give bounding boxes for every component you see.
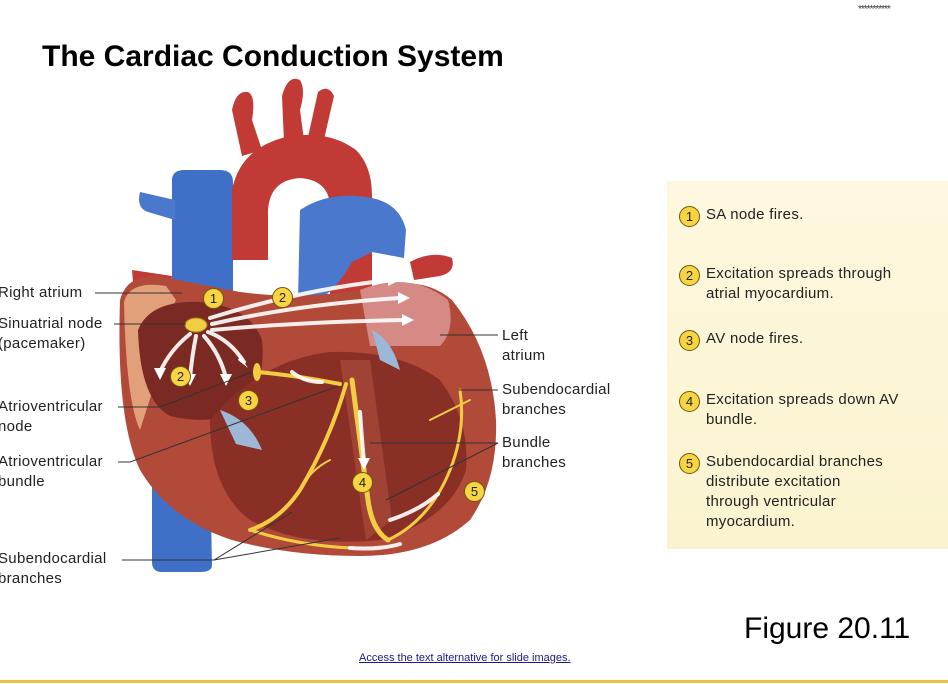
step-1-number: 1 bbox=[679, 206, 700, 227]
leader-av-bundle bbox=[118, 385, 339, 463]
step-4-text: Excitation spreads down AV bundle. bbox=[706, 391, 899, 428]
av-node bbox=[253, 363, 261, 381]
step-3-number: 3 bbox=[679, 330, 700, 351]
step-4: 4 Excitation spreads down AV bundle. bbox=[679, 390, 941, 430]
arch-branch-1 bbox=[232, 91, 262, 156]
ventricle-interior bbox=[210, 351, 467, 542]
leader-av-node bbox=[118, 371, 253, 408]
arrowhead-2 bbox=[398, 292, 410, 304]
excitation-arrow-11 bbox=[348, 542, 402, 551]
arrowhead-6 bbox=[220, 374, 232, 386]
superior-vena-cava bbox=[172, 170, 233, 300]
marker-2-atria: 2 bbox=[272, 287, 293, 308]
subendocardial-fibers-3 bbox=[299, 459, 331, 491]
steps-panel: 1 SA node fires. 2 Excitation spreads th… bbox=[667, 181, 948, 549]
step-5-number: 5 bbox=[679, 453, 700, 474]
step-1: 1 SA node fires. bbox=[679, 205, 941, 227]
arrowhead-4 bbox=[154, 368, 166, 380]
label-left-atrium: Left atrium bbox=[502, 327, 546, 364]
excitation-arrow-8 bbox=[290, 370, 324, 384]
label-subendocardial-left: Subendocardial branches bbox=[0, 550, 107, 587]
marker-2-right-atrium: 2 bbox=[170, 366, 191, 387]
bottom-accent-rule bbox=[0, 680, 948, 683]
subendocardial-fibers-2 bbox=[248, 528, 354, 550]
pulmonary-trunk bbox=[298, 195, 406, 300]
arch-branch-3 bbox=[306, 88, 334, 148]
arrowhead-8 bbox=[358, 458, 370, 470]
leader-subendocardial-left bbox=[122, 511, 341, 561]
label-av-node: Atrioventricular node bbox=[0, 398, 103, 435]
label-subendocardial-right: Subendocardial branches bbox=[502, 381, 611, 418]
pulmonary-vein-left bbox=[410, 254, 453, 280]
label-sa-node: Sinuatrial node (pacemaker) bbox=[0, 315, 103, 352]
step-2-number: 2 bbox=[679, 265, 700, 286]
arch-branch-2 bbox=[282, 78, 304, 142]
excitation-arrow-1 bbox=[208, 278, 392, 320]
subendocardial-fibers-1 bbox=[386, 388, 464, 542]
marker-3: 3 bbox=[238, 390, 259, 411]
sa-node bbox=[184, 317, 208, 333]
label-right-atrium: Right atrium bbox=[0, 284, 83, 301]
step-3: 3 AV node fires. bbox=[679, 329, 941, 351]
arrowhead-3 bbox=[402, 314, 414, 326]
leader-bundle-branches bbox=[370, 442, 499, 501]
step-1-text: SA node fires. bbox=[706, 206, 804, 223]
text-alternative-link[interactable]: Access the text alternative for slide im… bbox=[359, 652, 571, 664]
step-3-text: AV node fires. bbox=[706, 330, 804, 347]
figure-label: Figure 20.11 bbox=[744, 612, 911, 645]
step-2: 2 Excitation spreads through atrial myoc… bbox=[679, 264, 941, 304]
arrowhead-1 bbox=[388, 274, 400, 286]
marker-5: 5 bbox=[464, 481, 485, 502]
excitation-arrow-10 bbox=[388, 492, 440, 522]
step-4-number: 4 bbox=[679, 391, 700, 412]
marker-4: 4 bbox=[352, 472, 373, 493]
marker-1: 1 bbox=[203, 288, 224, 309]
arrowhead-7 bbox=[238, 356, 248, 368]
excitation-arrow-3 bbox=[210, 318, 406, 332]
subendocardial-fibers-4 bbox=[429, 399, 471, 421]
tricuspid-valve bbox=[220, 410, 262, 450]
brachiocephalic-vein bbox=[139, 192, 175, 220]
right-atrium-chamber bbox=[138, 301, 263, 420]
step-2-text: Excitation spreads through atrial myocar… bbox=[706, 265, 892, 302]
label-av-bundle: Atrioventricular bundle bbox=[0, 453, 103, 490]
label-bundle-branches: Bundle branches bbox=[502, 434, 567, 471]
page-title: The Cardiac Conduction System bbox=[42, 40, 504, 73]
step-5: 5 Subendocardial branches distribute exc… bbox=[679, 452, 941, 532]
mitral-valve bbox=[372, 330, 400, 370]
header-stars: *********** bbox=[858, 4, 891, 15]
step-5-text: Subendocardial branches distribute excit… bbox=[706, 453, 884, 530]
excitation-arrow-2 bbox=[210, 296, 402, 326]
